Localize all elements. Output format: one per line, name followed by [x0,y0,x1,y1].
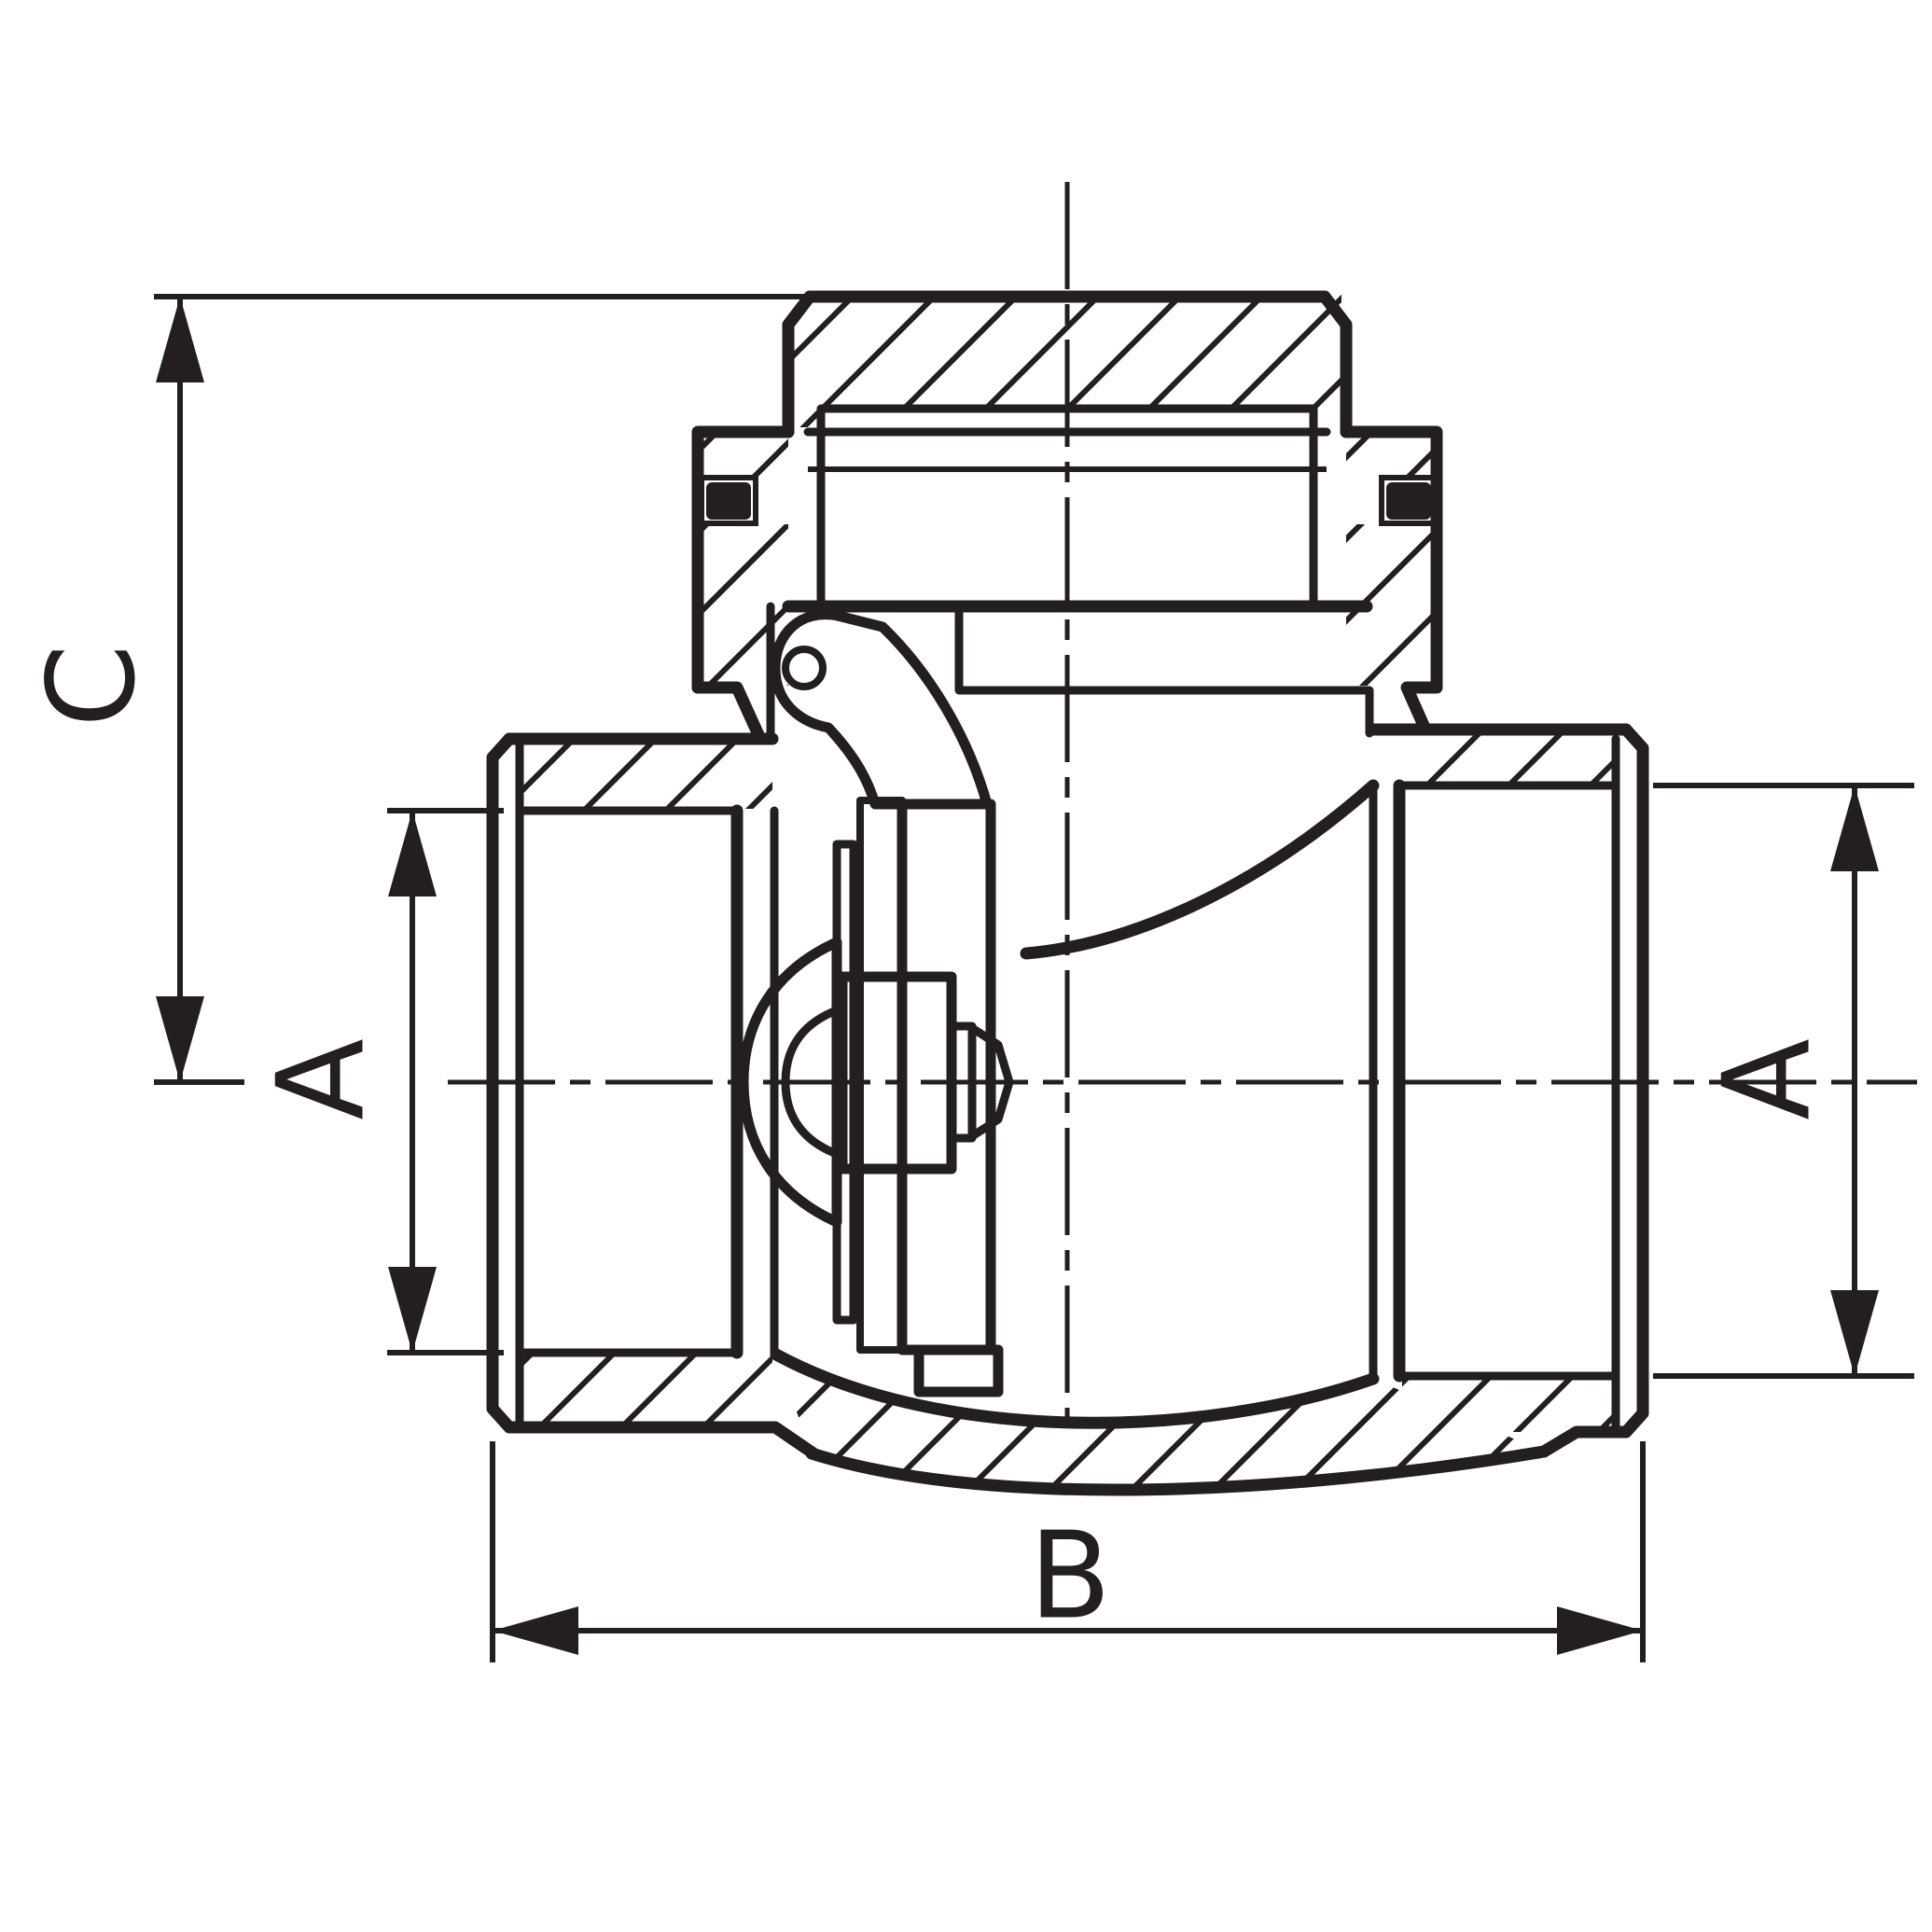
dimension-c: C [23,294,810,1085]
left-port-bottom-band-hatch [522,1355,772,1425]
screw-tip-cone [967,1023,1014,1141]
c-arrowhead-bottom [156,996,204,1082]
dim-label-c: C [23,644,162,727]
hinge-arm [770,609,993,810]
b-arrowhead-left [493,1606,578,1655]
oring-pocket-left [699,475,758,526]
hinge-pin [782,646,827,690]
dimension-a-left: A [253,808,504,1355]
b-arrowhead-right [1557,1606,1643,1655]
oring-seal-left [706,482,751,520]
cap-wall-left-hatch [791,317,821,427]
dimension-b: B [490,1441,1646,1662]
a-left-arrowhead-top [388,811,437,897]
dim-label-a-left: A [253,1038,392,1120]
disc-bottom-tab [913,1344,1004,1397]
boss-right-upper-hatch [1346,435,1437,476]
a-right-arrowhead-top [1830,785,1879,871]
dim-label-a-right: A [1699,1038,1838,1120]
dimension-a-right: A [1653,783,1914,1379]
dim-label-b: B [1029,1508,1111,1647]
bottom-belly [770,1348,1550,1496]
dimensions: C A A B [23,294,1914,1662]
a-left-arrowhead-bottom [388,1267,437,1353]
oring-seal-right [1386,482,1431,520]
boss-left-upper-hatch [698,435,788,476]
left-port-top-band-hatch [522,742,772,809]
swing-disc-assembly [738,609,1014,1397]
centerlines [448,182,1917,1437]
c-arrowhead-top [156,297,204,382]
rubber-disc-seal [856,797,906,1354]
right-port-top-band-hatch [1402,733,1613,783]
a-right-arrowhead-bottom [1830,1290,1879,1376]
cap-wall-right-hatch [1313,317,1343,427]
oring-pocket-right [1379,475,1439,526]
